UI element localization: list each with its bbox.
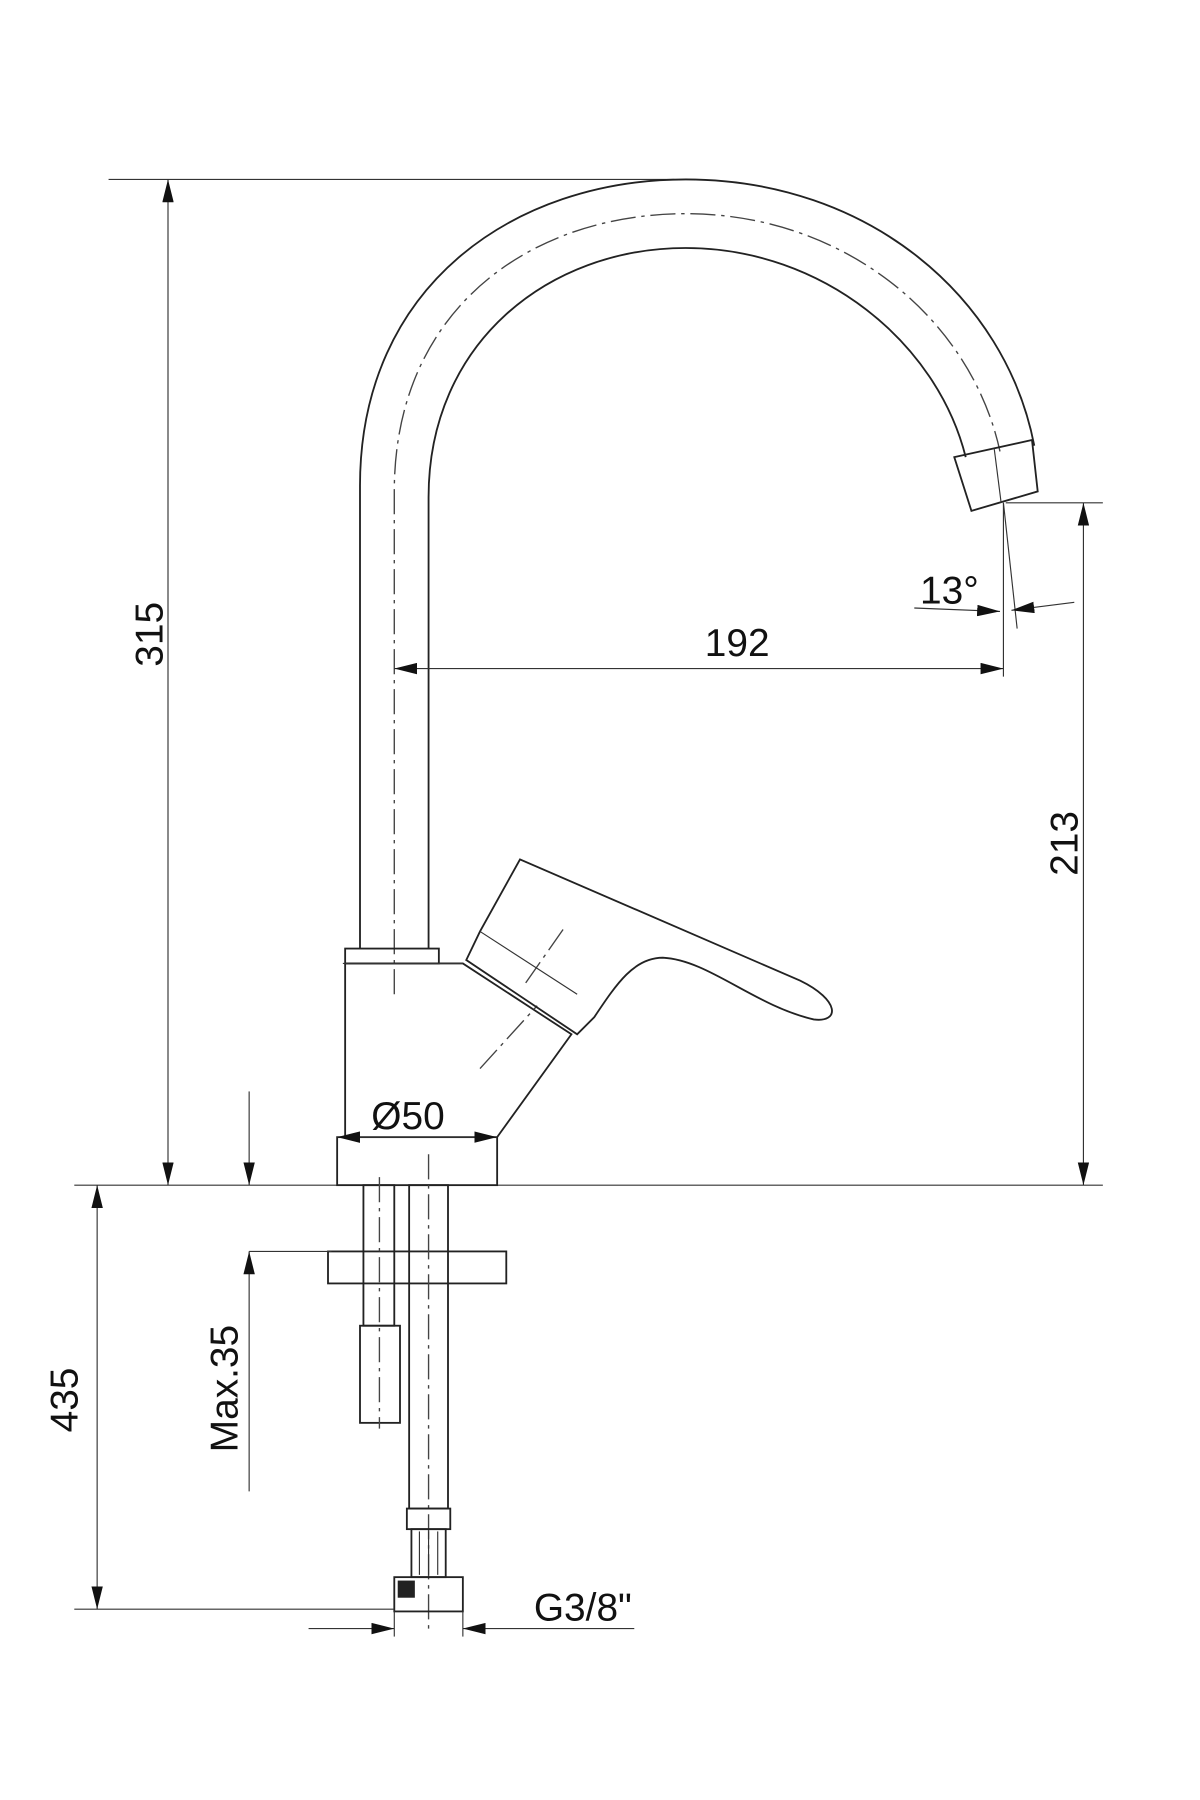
lever-handle: [465, 858, 833, 1036]
dim-spout-angle: 13°: [920, 569, 979, 612]
aerator-nozzle: [953, 438, 1039, 512]
dim-hose-length: 435: [44, 1368, 87, 1433]
dim-total-height: 315: [128, 602, 171, 667]
faucet-base: [336, 1136, 499, 1187]
dim-max-mount-thickness: Max.35: [204, 1325, 247, 1452]
dim-spout-reach: 192: [705, 622, 770, 665]
mounting-hardware: [327, 1154, 508, 1635]
dim-spout-height: 213: [1044, 811, 1087, 876]
dim-base-diameter: Ø50: [371, 1095, 444, 1138]
spout: [359, 178, 1039, 995]
faucet-body: [342, 925, 573, 1138]
connection-nut: [393, 1576, 464, 1613]
dim-connection-thread: G3/8": [534, 1587, 632, 1630]
